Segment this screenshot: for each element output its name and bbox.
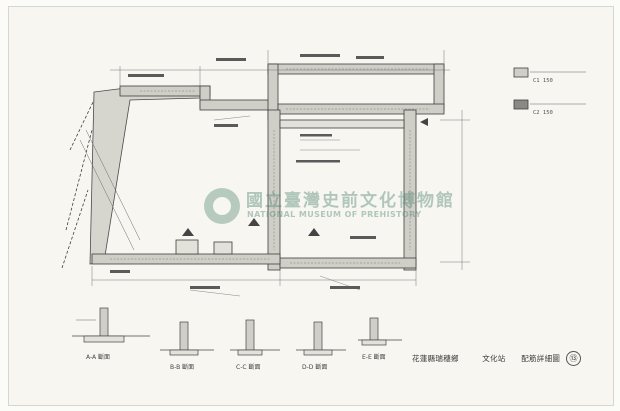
section-details xyxy=(72,307,402,356)
section-detail-1 xyxy=(72,307,150,343)
section-markers xyxy=(182,118,428,236)
wall-top-right xyxy=(267,63,445,121)
section-caption-a: A-A 斷面 xyxy=(86,354,111,361)
dimension-lines xyxy=(91,50,470,286)
legend-item-2: C2 150 xyxy=(533,110,553,116)
drawing-title: 花蓮縣瑞穗鄉 文化站 配筋詳細圖 xyxy=(412,354,561,363)
section-caption-b: B-B 斷面 xyxy=(170,364,195,371)
museum-watermark: 國立臺灣史前文化博物館 NATIONAL MUSEUM OF PREHISTOR… xyxy=(204,186,453,230)
section-caption-e: E-E 斷面 xyxy=(362,354,386,361)
legend-item-1: C1 150 xyxy=(533,78,553,84)
section-caption-d: D-D 斷面 xyxy=(302,364,328,371)
watermark-name-en: NATIONAL MUSEUM OF PREHISTORY xyxy=(247,210,422,219)
section-detail-4 xyxy=(296,321,346,356)
section-detail-2 xyxy=(160,321,214,356)
sheet-number: ⑬ xyxy=(566,351,581,366)
plan-annotations xyxy=(110,54,384,289)
museum-logo-icon xyxy=(204,188,240,224)
section-detail-5 xyxy=(358,317,402,346)
wall-bottom xyxy=(91,239,281,265)
legend-swatches xyxy=(513,67,586,110)
section-caption-c: C-C 斷面 xyxy=(236,364,261,371)
section-detail-3 xyxy=(230,319,280,356)
watermark-name-zh: 國立臺灣史前文化博物館 xyxy=(246,191,455,211)
